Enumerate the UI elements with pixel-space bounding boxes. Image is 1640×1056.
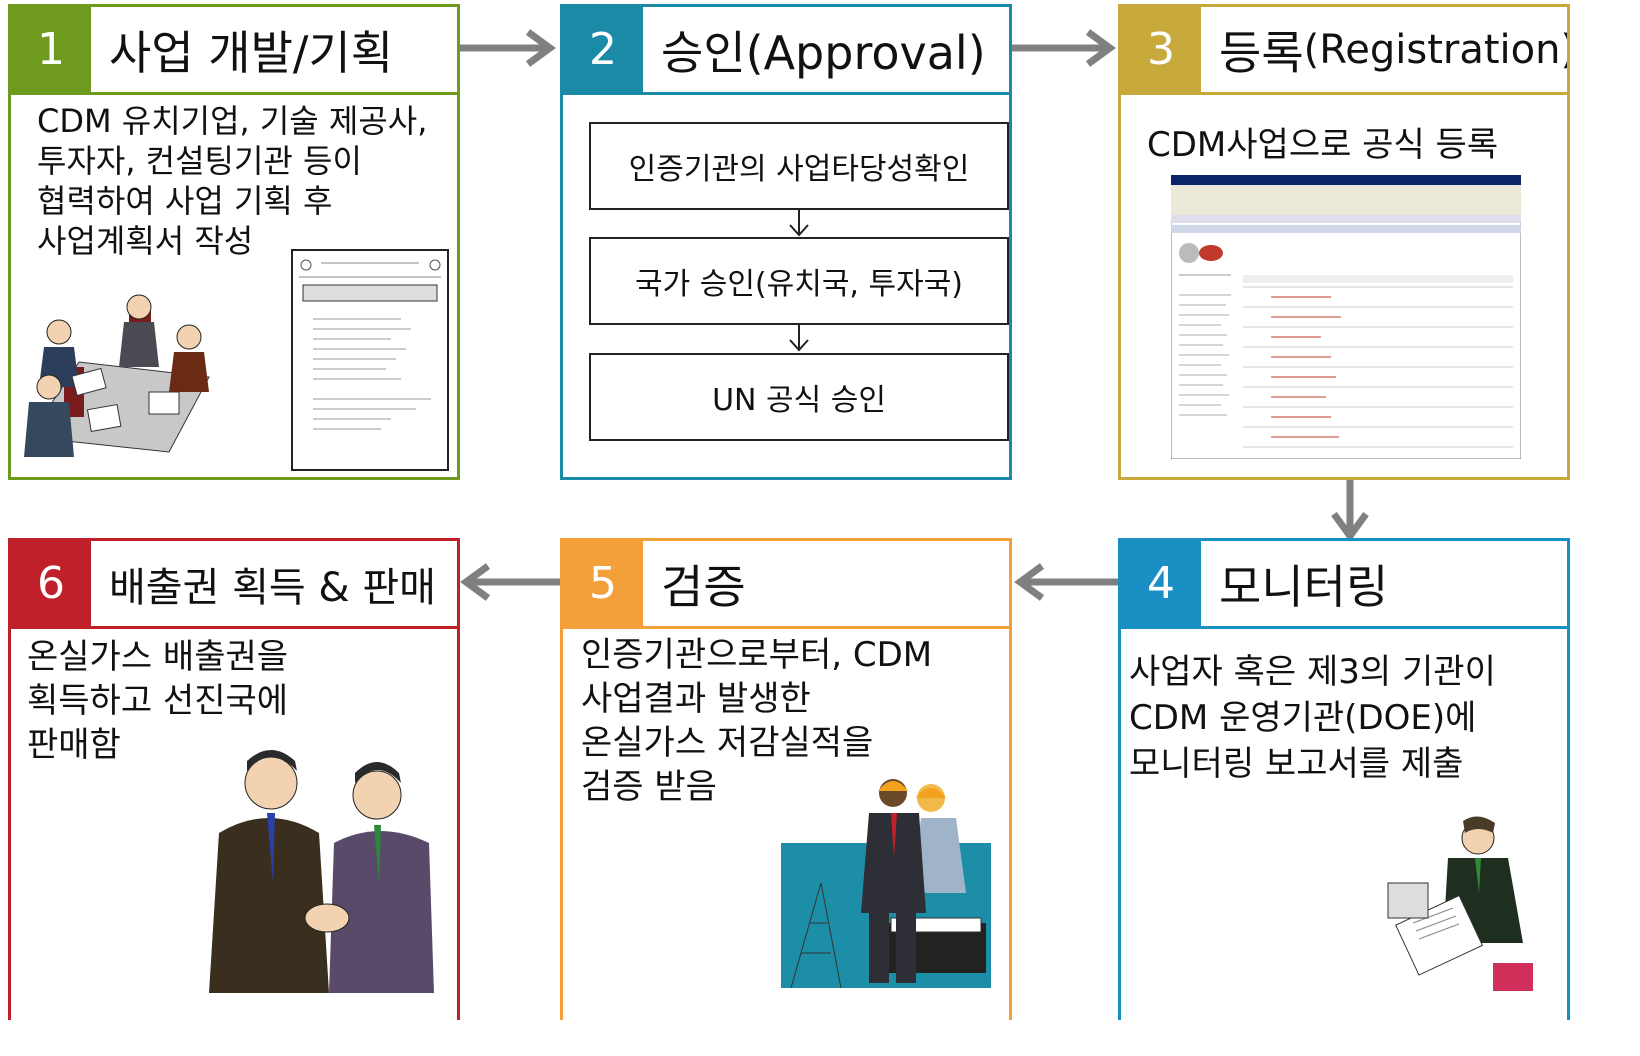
stage-4-header: 4 모니터링 xyxy=(1121,541,1567,629)
arrow-4-to-5 xyxy=(1014,563,1118,601)
arrow-1-to-2 xyxy=(460,29,556,67)
stage-4-number: 4 xyxy=(1121,541,1201,626)
stage-6-number: 6 xyxy=(11,541,91,626)
stage-1-title: 사업 개발/기획 xyxy=(109,25,394,80)
stage-5-title: 검증 xyxy=(661,559,746,614)
stage-2-number: 2 xyxy=(563,7,643,92)
approval-step-2: 국가 승인(유치국, 투자국) xyxy=(589,237,1009,325)
approval-step-3: UN 공식 승인 xyxy=(589,353,1009,441)
stage-6-header: 6 배출권 획득 & 판매 xyxy=(11,541,457,629)
stage-1-box: 1 사업 개발/기획 CDM 유치기업, 기술 제공사, 투자자, 컨설팅기관 … xyxy=(8,4,460,480)
stage-2-box: 2 승인(Approval) 인증기관의 사업타당성확인 국가 승인(유치국, … xyxy=(560,4,1012,480)
stage-3-title-sub: (Registration) xyxy=(1303,26,1567,73)
stage-3-description: CDM사업으로 공식 등록 xyxy=(1147,125,1499,165)
down-arrow-icon xyxy=(789,210,809,237)
stage-3-box: 3 등록(Registration) CDM사업으로 공식 등록 xyxy=(1118,4,1570,480)
stage-5-description: 인증기관으로부터, CDM 사업결과 발생한 온실가스 저감실적을 검증 받음 xyxy=(581,635,933,807)
businessman-writing-illustration xyxy=(1387,816,1533,991)
approval-step-1: 인증기관의 사업타당성확인 xyxy=(589,122,1009,210)
stage-4-description: 사업자 혹은 제3의 기관이 CDM 운영기관(DOE)에 모니터링 보고서를 … xyxy=(1129,652,1496,784)
stage-2-title: 승인(Approval) xyxy=(661,25,986,80)
stage-4-title: 모니터링 xyxy=(1219,559,1389,614)
stage-3-title: 등록(Registration) xyxy=(1201,7,1567,92)
arrow-5-to-6 xyxy=(460,563,560,601)
arrow-3-to-4 xyxy=(1331,480,1369,542)
down-arrow-icon xyxy=(789,325,809,352)
stage-3-header: 3 등록(Registration) xyxy=(1121,7,1567,95)
stage-2-header: 2 승인(Approval) xyxy=(563,7,1009,95)
stage-5-header: 5 검증 xyxy=(563,541,1009,629)
browser-screenshot-illustration xyxy=(1171,175,1521,459)
stage-1-header: 1 사업 개발/기획 xyxy=(11,7,457,95)
stage-4-box: 4 모니터링 사업자 혹은 제3의 기관이 CDM 운영기관(DOE)에 모니터… xyxy=(1118,538,1570,1020)
arrow-2-to-3 xyxy=(1012,29,1116,67)
engineers-illustration xyxy=(781,779,991,988)
stage-1-number: 1 xyxy=(11,7,91,92)
stage-1-description: CDM 유치기업, 기술 제공사, 투자자, 컨설팅기관 등이 협력하여 사업 … xyxy=(37,102,428,260)
meeting-illustration xyxy=(24,294,210,457)
stage-6-box: 6 배출권 획득 & 판매 온실가스 배출권을 획득하고 선진국에 판매함 xyxy=(8,538,460,1020)
handshake-illustration xyxy=(209,750,434,993)
stage-5-box: 5 검증 인증기관으로부터, CDM 사업결과 발생한 온실가스 저감실적을 검… xyxy=(560,538,1012,1020)
stage-6-title: 배출권 획득 & 판매 xyxy=(109,564,436,611)
stage-5-number: 5 xyxy=(563,541,643,626)
stage-6-description: 온실가스 배출권을 획득하고 선진국에 판매함 xyxy=(27,637,289,765)
stage-3-title-main: 등록 xyxy=(1219,25,1304,80)
document-illustration xyxy=(291,249,449,471)
stage-3-number: 3 xyxy=(1121,7,1201,92)
